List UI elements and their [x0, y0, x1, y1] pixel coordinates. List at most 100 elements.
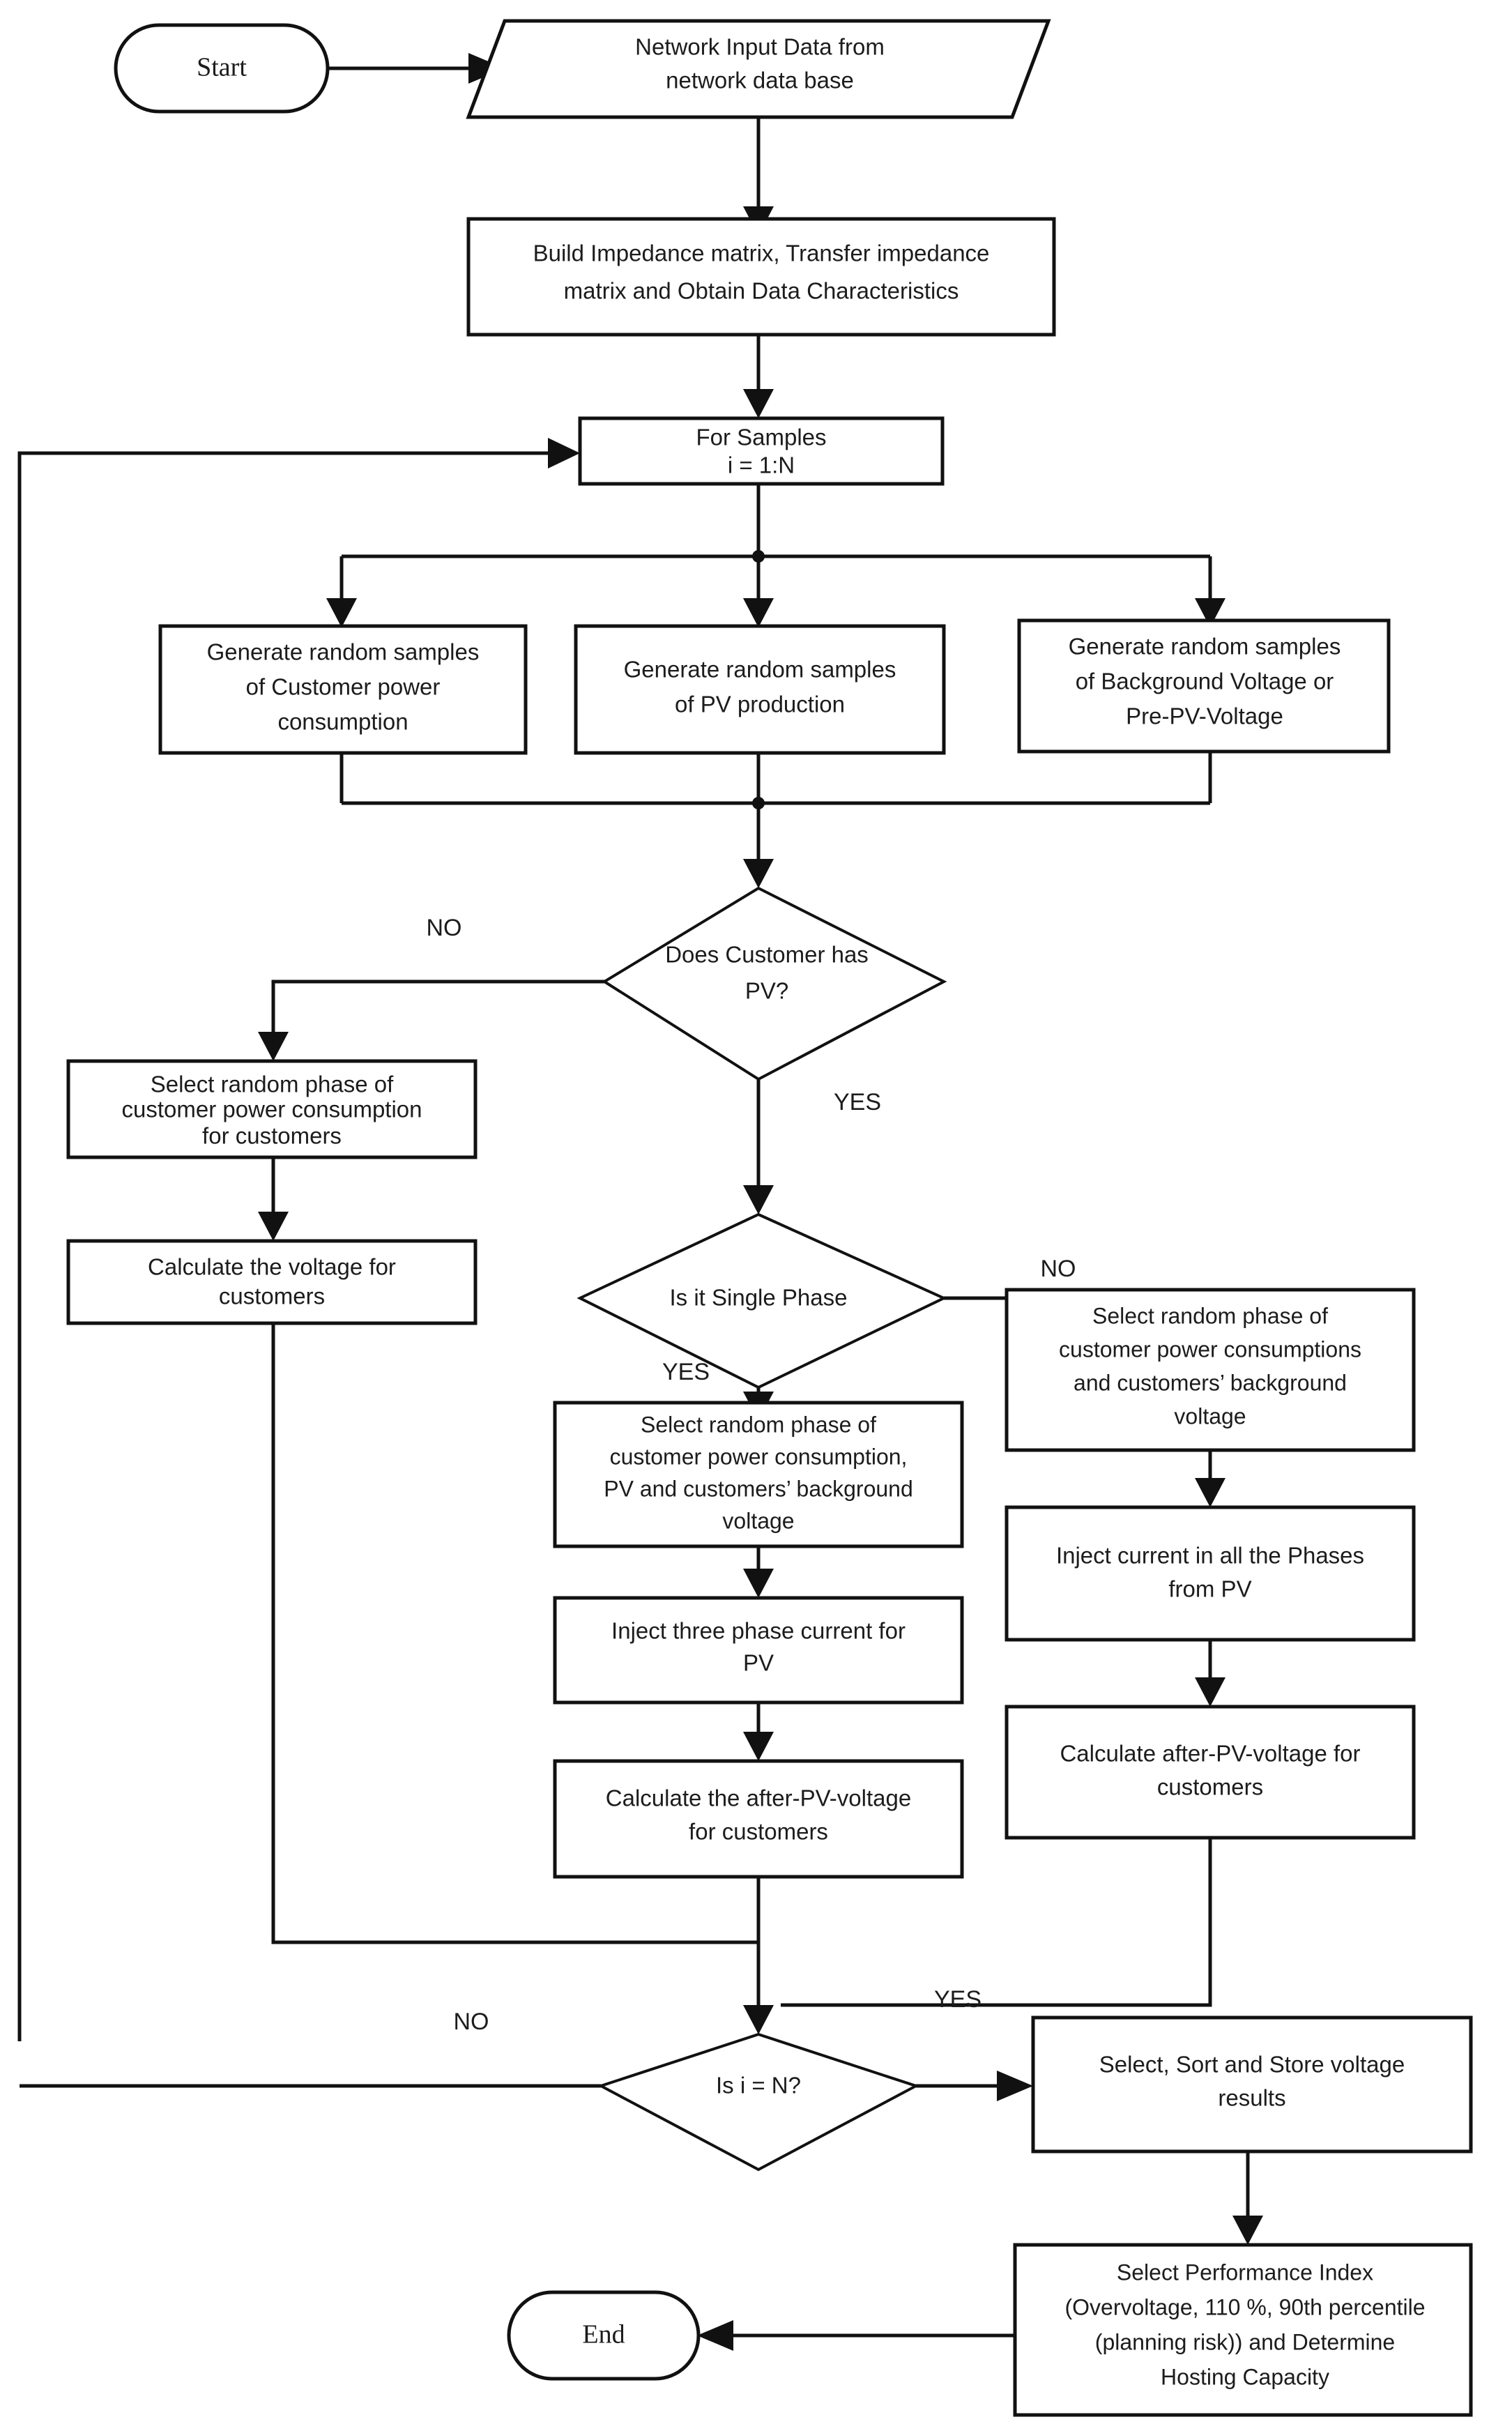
is-i-n-line1: Is i = N?: [716, 2073, 801, 2098]
select-phase-no-pv-line1: Select random phase of: [151, 1072, 394, 1097]
node-has-pv-decision[interactable]: Does Customer has PV? NO YES: [427, 886, 947, 1115]
edge-label-single-phase-yes: YES: [662, 1359, 710, 1385]
select-phase-single-line3: PV and customers’ background: [604, 1476, 913, 1501]
select-phase-three-line1: Select random phase of: [1092, 1303, 1328, 1328]
arrow-performance-to-end: [697, 2320, 733, 2351]
node-gen-consumption[interactable]: Generate random samples of Customer powe…: [158, 624, 528, 755]
arrow-selectthree-to-injectall: [1195, 1478, 1225, 1507]
has-pv-line2: PV?: [745, 978, 788, 1004]
edge-label-has-pv-yes: YES: [834, 1089, 881, 1115]
gen-background-shape: [1017, 618, 1391, 754]
gen-pv-line1: Generate random samples: [624, 657, 896, 683]
inject-three-phase-line2: PV: [743, 1650, 774, 1676]
edge-label-is-i-n-no: NO: [454, 2009, 489, 2035]
gen-consumption-line3: consumption: [277, 709, 408, 735]
node-end[interactable]: End: [507, 2290, 701, 2381]
node-build-matrix[interactable]: Build Impedance matrix, Transfer impedan…: [466, 217, 1056, 337]
node-calc-voltage[interactable]: Calculate the voltage for customers: [66, 1239, 478, 1325]
is-i-n-diamond-shape: [597, 2032, 920, 2172]
build-matrix-shape: [466, 217, 1056, 337]
node-is-i-n-decision[interactable]: Is i = N? NO YES: [454, 1986, 982, 2172]
store-results-line1: Select, Sort and Store voltage: [1099, 2052, 1405, 2078]
calc-after-pv-single-line2: for customers: [689, 1819, 828, 1845]
store-results-shape: [1031, 2015, 1473, 2154]
inject-all-phases-line2: from PV: [1168, 1576, 1251, 1602]
node-for-samples[interactable]: For Samples i = 1:N: [578, 416, 945, 486]
node-input-data[interactable]: Network Input Data from network data bas…: [466, 19, 1051, 119]
node-inject-all-phases[interactable]: Inject current in all the Phases from PV: [1005, 1505, 1416, 1642]
build-matrix-line1: Build Impedance matrix, Transfer impedan…: [533, 241, 990, 266]
end-terminator-shape: [507, 2290, 701, 2381]
arrow-injectall-to-calcafter3: [1195, 1677, 1225, 1707]
edge-label-has-pv-no: NO: [427, 915, 462, 941]
node-gen-background[interactable]: Generate random samples of Background Vo…: [1017, 618, 1391, 754]
performance-index-line1: Select Performance Index: [1117, 2259, 1373, 2285]
for-samples-line1: For Samples: [696, 425, 826, 450]
select-phase-single-line1: Select random phase of: [641, 1412, 876, 1437]
performance-index-line4: Hosting Capacity: [1161, 2364, 1329, 2389]
node-calc-after-pv-single[interactable]: Calculate the after-PV-voltage for custo…: [553, 1759, 964, 1879]
arrow-loopback-to-forsamples: [548, 438, 580, 468]
calc-after-pv-three-shape: [1005, 1705, 1416, 1840]
performance-index-shape: [1013, 2243, 1473, 2417]
arrow-inject3-to-calcafter: [743, 1732, 774, 1761]
node-select-phase-three[interactable]: Select random phase of customer power co…: [1005, 1288, 1416, 1452]
arrow-bus-to-haspv: [743, 859, 774, 888]
select-phase-single-line4: voltage: [722, 1508, 794, 1533]
end-label: End: [582, 2320, 625, 2349]
input-data-line2: network data base: [666, 68, 854, 93]
performance-index-line3: (planning risk)) and Determine: [1095, 2329, 1395, 2354]
node-store-results[interactable]: Select, Sort and Store voltage results: [1031, 2015, 1473, 2154]
node-single-phase-decision[interactable]: Is it Single Phase NO YES: [576, 1212, 1076, 1389]
select-phase-no-pv-line2: customer power consumption: [121, 1097, 422, 1122]
start-terminator-shape: [114, 23, 330, 114]
select-phase-three-shape: [1005, 1288, 1416, 1452]
arrow-bus-to-gen-pv: [743, 598, 774, 627]
store-results-line2: results: [1218, 2085, 1285, 2111]
edge-calcafter3-to-merge: [781, 1838, 1212, 2007]
inject-three-phase-shape: [553, 1596, 964, 1705]
node-select-phase-single[interactable]: Select random phase of customer power co…: [553, 1401, 964, 1548]
for-samples-line2: i = 1:N: [728, 452, 795, 478]
node-calc-after-pv-three[interactable]: Calculate after-PV-voltage for customers: [1005, 1705, 1416, 1840]
select-phase-three-line3: and customers’ background: [1074, 1370, 1347, 1395]
calc-after-pv-single-line1: Calculate the after-PV-voltage: [606, 1785, 911, 1811]
build-matrix-line2: matrix and Obtain Data Characteristics: [564, 278, 959, 304]
gen-background-line1: Generate random samples: [1069, 634, 1341, 660]
select-phase-three-line2: customer power consumptions: [1059, 1336, 1361, 1362]
select-phase-single-shape: [553, 1401, 964, 1548]
gen-consumption-shape: [158, 624, 528, 755]
single-phase-line1: Is it Single Phase: [670, 1285, 848, 1311]
calc-after-pv-single-shape: [553, 1759, 964, 1879]
arrow-bus-to-gen-consumption: [326, 598, 357, 627]
node-start[interactable]: Start: [114, 23, 330, 114]
arrow-isin-yes: [997, 2071, 1033, 2101]
input-data-line1: Network Input Data from: [635, 34, 885, 60]
calc-after-pv-three-line2: customers: [1157, 1774, 1263, 1800]
select-phase-no-pv-shape: [66, 1059, 478, 1159]
has-pv-line1: Does Customer has: [665, 942, 869, 968]
input-data-parallelogram-shape: [466, 19, 1051, 119]
single-phase-diamond-shape: [576, 1212, 947, 1389]
edge-label-is-i-n-yes: YES: [934, 1986, 982, 2013]
node-gen-pv[interactable]: Generate random samples of PV production: [574, 624, 946, 755]
node-inject-three-phase[interactable]: Inject three phase current for PV: [553, 1596, 964, 1705]
connector-layer: [17, 53, 1263, 2351]
arrow-selectphase-to-calcvoltage: [258, 1212, 289, 1241]
node-performance-index[interactable]: Select Performance Index (Overvoltage, 1…: [1013, 2243, 1473, 2417]
inject-all-phases-shape: [1005, 1505, 1416, 1642]
arrow-build-to-forsamples: [743, 389, 774, 418]
gen-consumption-line1: Generate random samples: [207, 639, 480, 665]
select-phase-no-pv-line3: for customers: [202, 1123, 342, 1149]
arrow-haspv-no: [258, 1032, 289, 1061]
calc-voltage-line1: Calculate the voltage for: [148, 1254, 396, 1280]
arrow-merge-into-isin: [743, 2005, 774, 2034]
arrow-bus-to-gen-background: [1195, 598, 1225, 627]
performance-index-line2: (Overvoltage, 110 %, 90th percentile: [1064, 2294, 1425, 2319]
edge-haspv-no: [271, 980, 604, 1032]
node-select-phase-no-pv[interactable]: Select random phase of customer power co…: [66, 1059, 478, 1159]
calc-after-pv-three-line1: Calculate after-PV-voltage for: [1060, 1741, 1360, 1767]
has-pv-diamond-shape: [602, 886, 947, 1081]
